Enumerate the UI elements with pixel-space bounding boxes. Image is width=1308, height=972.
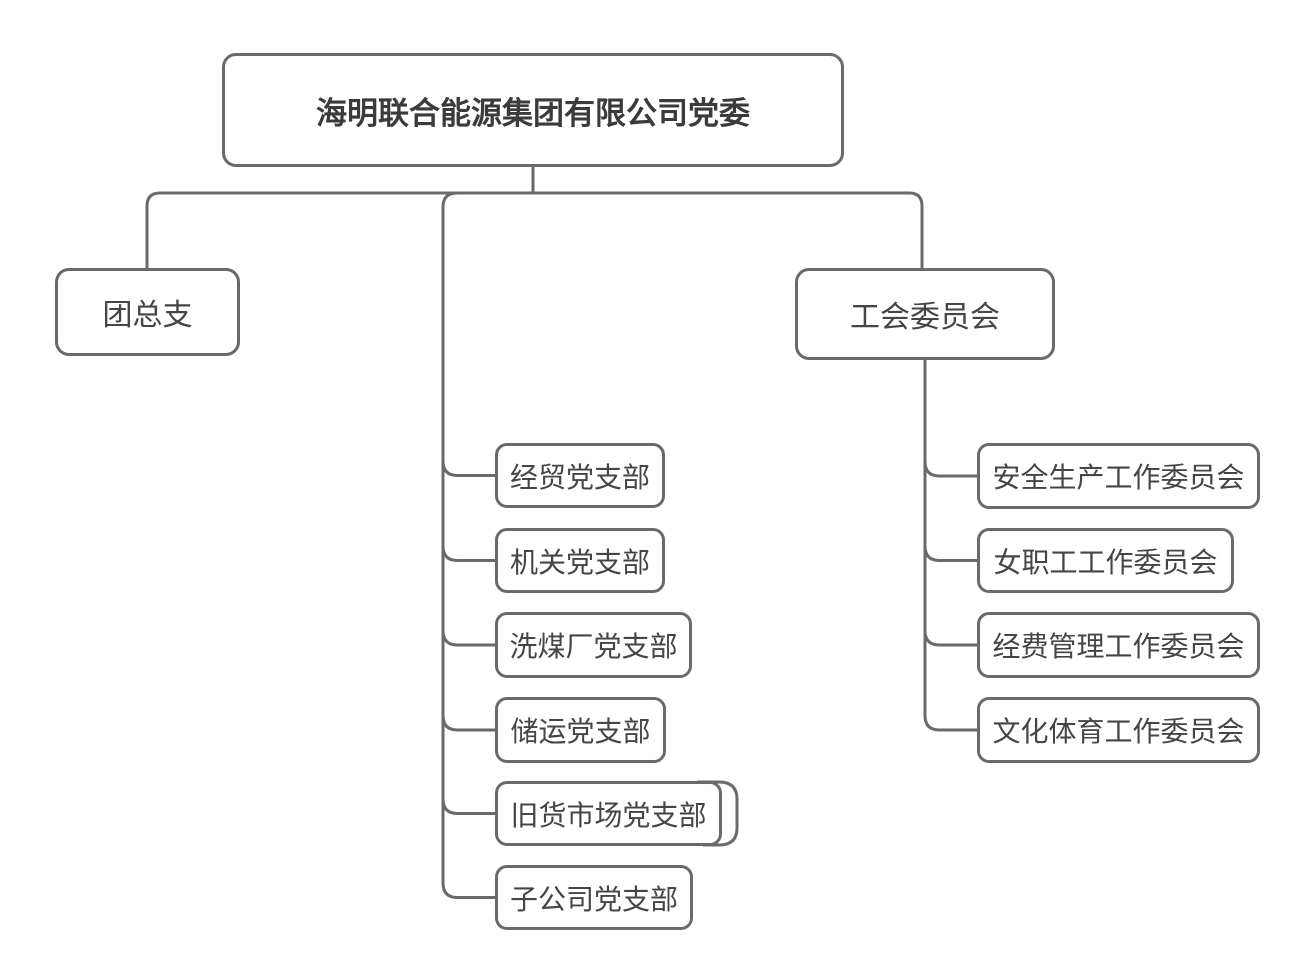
node-label: 机关党支部 xyxy=(509,546,650,578)
node-party-branch-subsidiary[interactable]: 子公司党支部 xyxy=(495,865,693,930)
connector-branch-2 xyxy=(441,545,497,562)
node-youth-league[interactable]: 团总支 xyxy=(55,268,240,356)
node-committee-funds-management[interactable]: 经费管理工作委员会 xyxy=(977,612,1260,678)
node-party-branch-secondhand-market[interactable]: 旧货市场党支部 xyxy=(495,781,722,846)
connector-branch-4 xyxy=(441,715,497,732)
connector-center-trunk xyxy=(441,191,536,899)
connector-branch-5 xyxy=(441,798,497,815)
connector-committee-2 xyxy=(923,545,979,562)
node-label: 女职工工作委员会 xyxy=(993,546,1218,578)
connector-branch-3 xyxy=(441,630,497,647)
node-party-branch-trade[interactable]: 经贸党支部 xyxy=(495,443,665,508)
node-label: 安全生产工作委员会 xyxy=(992,462,1245,493)
connector-committee-1 xyxy=(923,461,979,478)
node-root-party-committee[interactable]: 海明联合能源集团有限公司党委 xyxy=(222,53,844,167)
connector-branch-1 xyxy=(441,460,497,477)
node-party-branch-coal-washing[interactable]: 洗煤厂党支部 xyxy=(495,612,692,678)
connector-committee-3 xyxy=(923,630,979,647)
stray-border-artifact xyxy=(697,780,739,847)
connector-union-trunk xyxy=(923,358,979,732)
node-committee-women-workers[interactable]: 女职工工作委员会 xyxy=(977,528,1234,593)
node-label: 子公司党支部 xyxy=(509,883,678,915)
node-label: 经费管理工作委员会 xyxy=(992,631,1245,662)
node-label: 储运党支部 xyxy=(510,716,651,747)
node-party-branch-storage-transport[interactable]: 储运党支部 xyxy=(495,697,666,763)
node-label: 洗煤厂党支部 xyxy=(509,631,678,662)
connector-main-rail xyxy=(145,191,924,269)
node-committee-safety[interactable]: 安全生产工作委员会 xyxy=(977,443,1260,509)
node-label: 团总支 xyxy=(102,299,193,332)
node-label: 旧货市场党支部 xyxy=(510,799,707,831)
node-party-branch-office[interactable]: 机关党支部 xyxy=(495,528,665,593)
node-label: 经贸党支部 xyxy=(509,461,650,493)
node-label: 工会委员会 xyxy=(850,301,1000,334)
node-label: 文化体育工作委员会 xyxy=(992,716,1245,747)
node-union-committee[interactable]: 工会委员会 xyxy=(795,268,1055,360)
node-committee-culture-sports[interactable]: 文化体育工作委员会 xyxy=(977,697,1260,763)
node-label: 海明联合能源集团有限公司党委 xyxy=(316,95,750,131)
